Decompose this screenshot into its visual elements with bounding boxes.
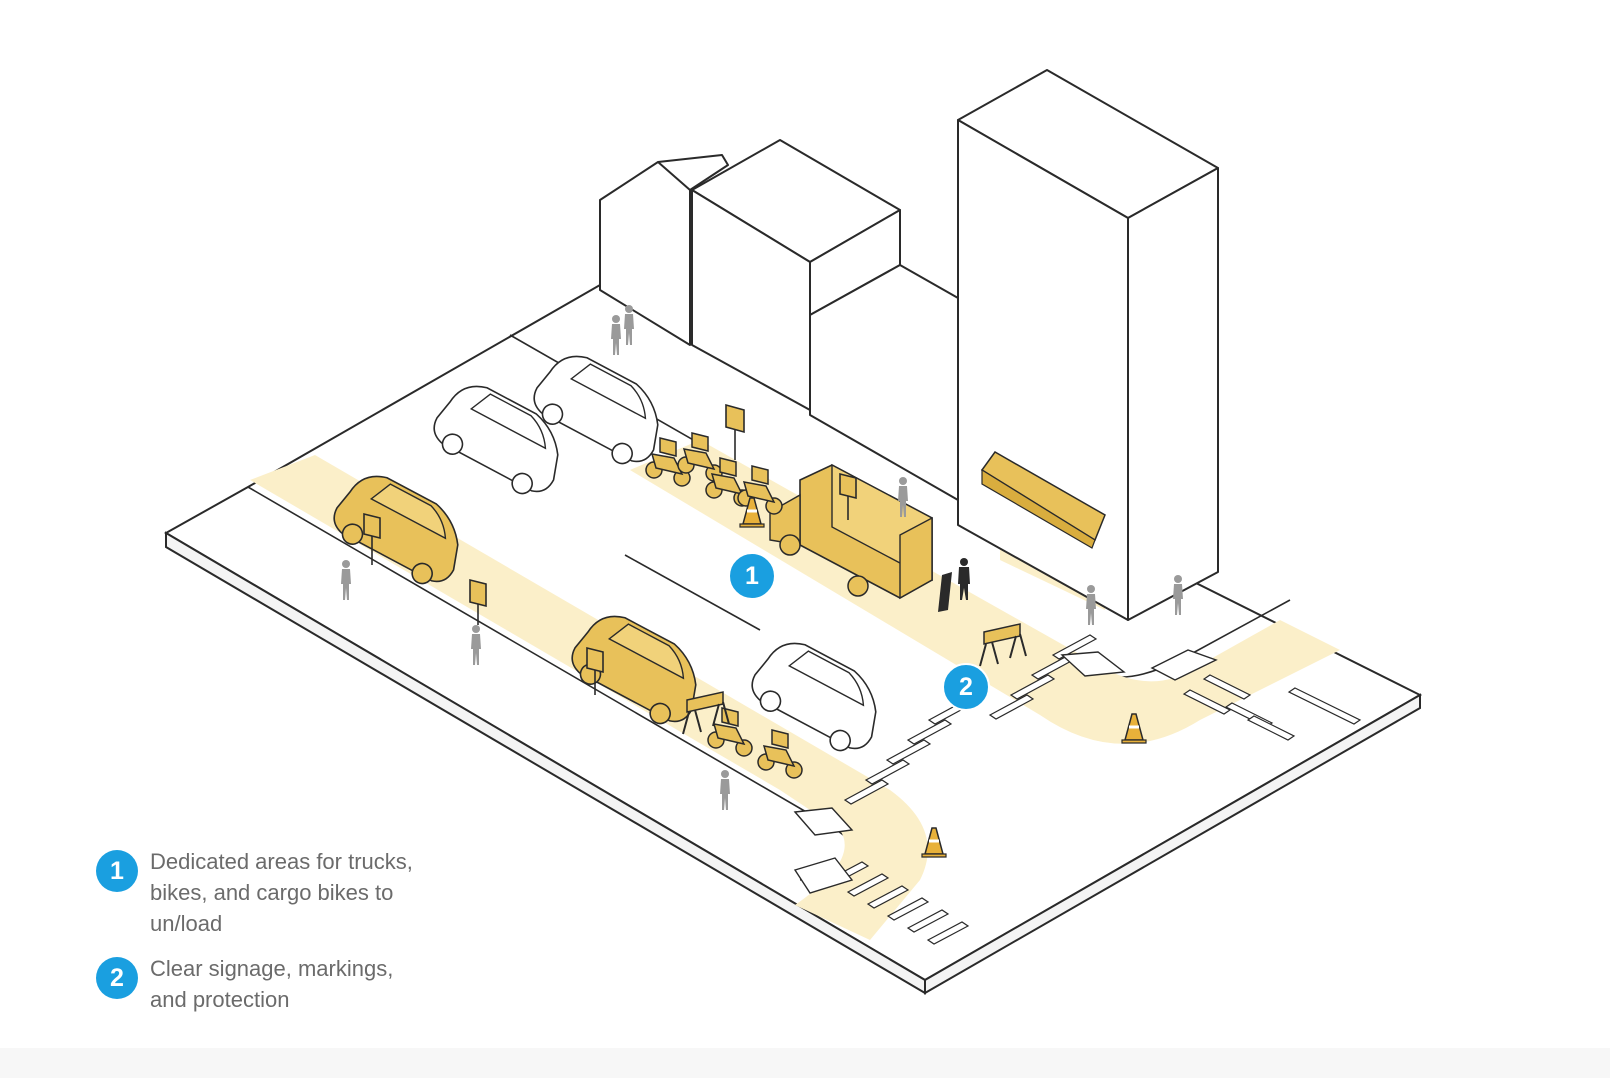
legend: 1 Dedicated areas for trucks, bikes, and…: [96, 846, 476, 1029]
delivery-truck: [769, 463, 933, 600]
callout-badge-2: 2: [942, 663, 990, 711]
loading-signs: [363, 403, 857, 695]
bottom-strip: [0, 1048, 1610, 1078]
delivery-worker: [938, 558, 970, 612]
curb-ramps: [793, 649, 1218, 894]
legend-text-1: Dedicated areas for trucks, bikes, and c…: [150, 849, 413, 936]
callout-badge-1: 1: [728, 552, 776, 600]
legend-item-1: 1 Dedicated areas for trucks, bikes, and…: [96, 846, 476, 939]
store-awning: [980, 451, 1106, 549]
crosswalk-right: [1182, 674, 1362, 741]
crosswalk-middle: [843, 634, 1098, 805]
legend-text-2: Clear signage, markings, and protection: [150, 956, 394, 1012]
legend-badge-2: 2: [96, 957, 138, 999]
legend-badge-1: 1: [96, 850, 138, 892]
buildings: [599, 69, 1219, 621]
legend-item-2: 2 Clear signage, markings, and protectio…: [96, 953, 476, 1015]
